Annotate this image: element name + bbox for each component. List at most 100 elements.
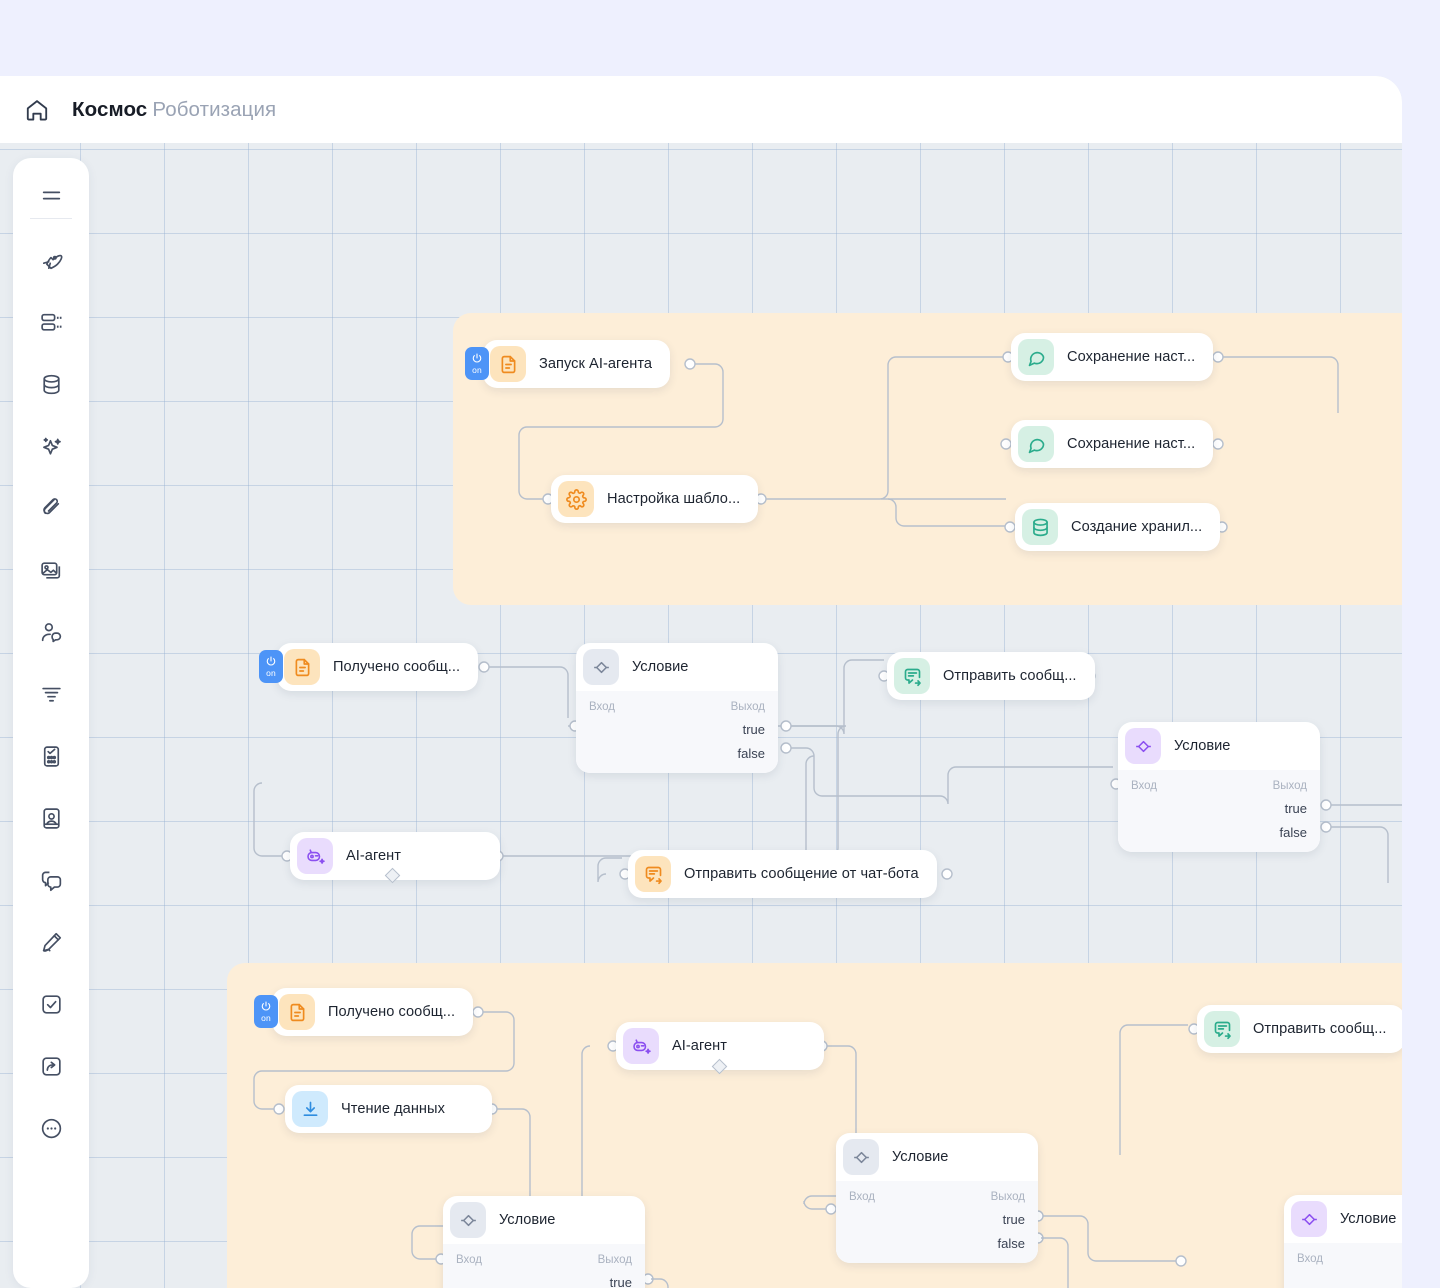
node-read-data[interactable]: Чтение данных xyxy=(285,1085,492,1133)
robot-icon xyxy=(623,1028,659,1064)
sidebar-item-layers[interactable] xyxy=(32,303,70,341)
node-start-ai-agent[interactable]: on Запуск AI-агента xyxy=(465,340,671,388)
condition-body: Вход Выход true false xyxy=(836,1181,1038,1263)
sidebar-item-media[interactable] xyxy=(32,551,70,589)
sidebar-item-paperclip[interactable] xyxy=(32,489,70,527)
output-label: Выход xyxy=(1272,780,1307,792)
condition-body: Вход Выход true false xyxy=(576,691,778,773)
sidebar-item-sparkle[interactable] xyxy=(32,427,70,465)
port-false[interactable]: false xyxy=(997,1236,1025,1251)
node-label: Отправить сообщ... xyxy=(943,668,1077,684)
power-on-badge[interactable]: on xyxy=(254,995,278,1028)
node-label: Сохранение наст... xyxy=(1067,436,1196,452)
port-false[interactable]: false xyxy=(737,746,765,761)
speech-bubble-icon xyxy=(1018,426,1054,462)
power-on-badge[interactable]: on xyxy=(465,347,489,380)
power-on-label: on xyxy=(261,1013,271,1023)
port-true[interactable]: true xyxy=(1284,801,1307,816)
condition-body: Вход Выход true false xyxy=(1118,770,1320,852)
node-template-setup[interactable]: Настройка шабло... xyxy=(551,475,759,523)
port-false[interactable]: false xyxy=(1279,825,1307,840)
node-save-settings-2[interactable]: Сохранение наст... xyxy=(1011,420,1214,468)
condition-header: Условие xyxy=(836,1133,1038,1181)
node-label: AI-агент xyxy=(346,848,402,864)
input-label: Вход xyxy=(589,701,616,713)
node-condition-2[interactable]: Условие Вход Выход true false xyxy=(1118,722,1320,852)
power-on-label: on xyxy=(266,668,276,678)
speech-bubble-icon xyxy=(1018,339,1054,375)
port-true[interactable]: true xyxy=(609,1275,632,1288)
node-label: Получено сообщ... xyxy=(333,659,461,675)
node-send-chatbot-message[interactable]: Отправить сообщение от чат-бота xyxy=(628,850,937,898)
node-condition-1[interactable]: Условие Вход Выход true false xyxy=(576,643,778,773)
hamburger-menu-icon[interactable] xyxy=(32,176,70,214)
port-true[interactable]: true xyxy=(742,722,765,737)
node-label: Условие xyxy=(1174,738,1231,754)
node-condition-3[interactable]: Условие Вход Выход true false xyxy=(443,1196,645,1288)
power-on-badge[interactable]: on xyxy=(259,650,283,683)
condition-header: Условие xyxy=(1284,1195,1402,1243)
sidebar-item-calculator[interactable] xyxy=(32,737,70,775)
node-label: Условие xyxy=(892,1149,949,1165)
node-label: Получено сообщ... xyxy=(328,1004,456,1020)
sidebar-item-tasks[interactable] xyxy=(32,985,70,1023)
diamond-icon xyxy=(583,649,619,685)
node-send-message-1[interactable]: Отправить сообщ... xyxy=(887,652,1095,700)
condition-body: Вход Выход t f xyxy=(1284,1243,1402,1288)
document-icon xyxy=(284,649,320,685)
node-label: Создание хранил... xyxy=(1071,519,1203,535)
send-message-icon xyxy=(1204,1011,1240,1047)
node-create-storage[interactable]: Создание хранил... xyxy=(1015,503,1221,551)
node-message-received-1[interactable]: on Получено сообщ... xyxy=(259,643,479,691)
sidebar-item-funnel[interactable] xyxy=(32,675,70,713)
send-message-icon xyxy=(894,658,930,694)
node-label: Условие xyxy=(1340,1211,1397,1227)
sidebar-item-share[interactable] xyxy=(32,1047,70,1085)
input-label: Вход xyxy=(456,1254,483,1266)
sidebar-item-contacts[interactable] xyxy=(32,613,70,651)
condition-header: Условие xyxy=(443,1196,645,1244)
sidebar-item-chats[interactable] xyxy=(32,861,70,899)
page-title-sub: Роботизация xyxy=(152,97,277,121)
node-send-message-2[interactable]: Отправить сообщ... xyxy=(1197,1005,1402,1053)
sidebar-item-rocket[interactable] xyxy=(32,241,70,279)
node-label: Запуск AI-агента xyxy=(539,356,653,372)
node-label: AI-агент xyxy=(672,1038,728,1054)
document-icon xyxy=(279,994,315,1030)
output-label: Выход xyxy=(990,1191,1025,1203)
node-label: Сохранение наст... xyxy=(1067,349,1196,365)
sidebar-item-pencil[interactable] xyxy=(32,923,70,961)
node-label: Чтение данных xyxy=(341,1101,445,1117)
node-label: Условие xyxy=(499,1212,556,1228)
flow-canvas[interactable]: on Запуск AI-агента Настройка шабло... xyxy=(0,143,1402,1288)
node-label: Отправить сообщ... xyxy=(1253,1021,1387,1037)
home-icon[interactable] xyxy=(24,97,50,123)
sidebar-item-more[interactable] xyxy=(32,1109,70,1147)
port-true[interactable]: true xyxy=(1002,1212,1025,1227)
diamond-icon xyxy=(450,1202,486,1238)
left-sidebar[interactable] xyxy=(13,158,89,1288)
node-label: Настройка шабло... xyxy=(607,491,741,507)
diamond-icon xyxy=(843,1139,879,1175)
sidebar-item-id-card[interactable] xyxy=(32,799,70,837)
output-label: Выход xyxy=(730,701,765,713)
node-condition-5[interactable]: Условие Вход Выход t f xyxy=(1284,1195,1402,1288)
node-save-settings-1[interactable]: Сохранение наст... xyxy=(1011,333,1214,381)
send-message-icon xyxy=(635,856,671,892)
diamond-icon xyxy=(1125,728,1161,764)
sidebar-item-database[interactable] xyxy=(32,365,70,403)
input-label: Вход xyxy=(849,1191,876,1203)
sidebar-divider xyxy=(30,218,72,219)
input-label: Вход xyxy=(1131,780,1158,792)
node-message-received-2[interactable]: on Получено сообщ... xyxy=(254,988,474,1036)
output-label: Выход xyxy=(597,1254,632,1266)
condition-header: Условие xyxy=(1118,722,1320,770)
node-condition-4[interactable]: Условие Вход Выход true false xyxy=(836,1133,1038,1263)
database-icon xyxy=(1022,509,1058,545)
diamond-icon xyxy=(1291,1201,1327,1237)
condition-body: Вход Выход true false xyxy=(443,1244,645,1288)
